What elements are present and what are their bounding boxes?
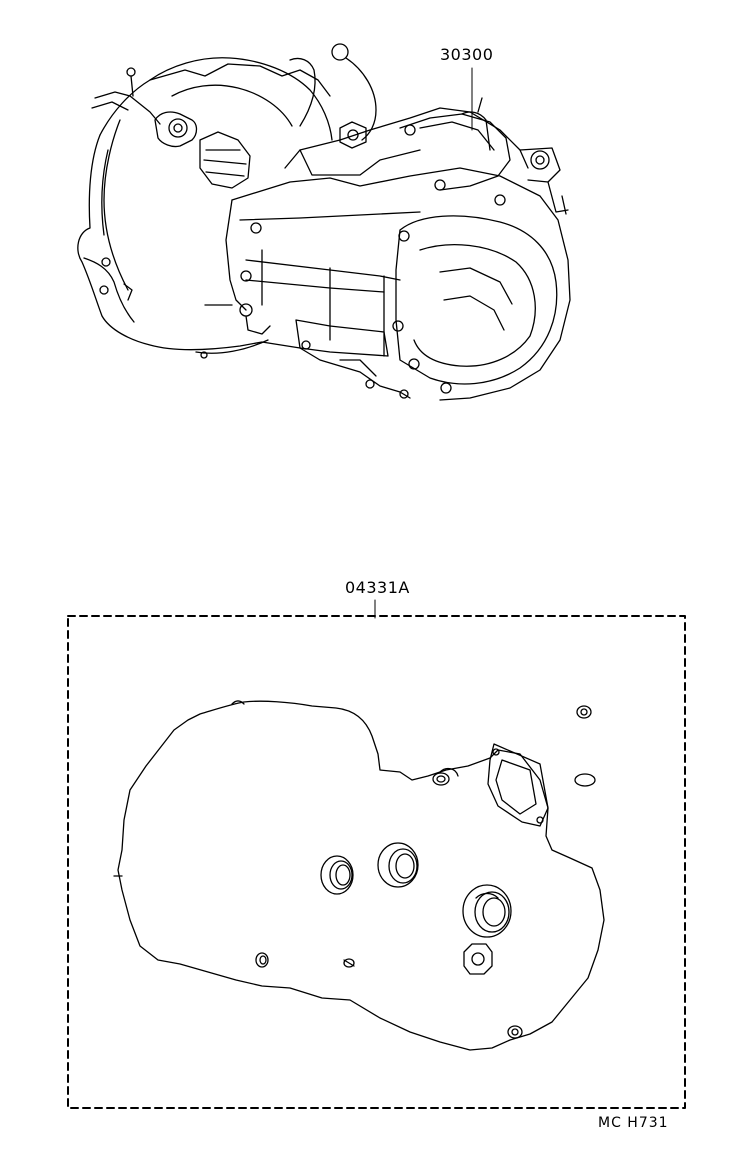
kit-bracket-dashed [67,615,686,1109]
callout-label-04331A: 04331A [345,578,410,597]
transaxle-assembly-drawing [77,43,571,401]
case-gasket-drawing [113,700,605,1051]
figure-code: MC H731 [598,1115,669,1131]
callout-label-30300: 30300 [440,45,494,64]
